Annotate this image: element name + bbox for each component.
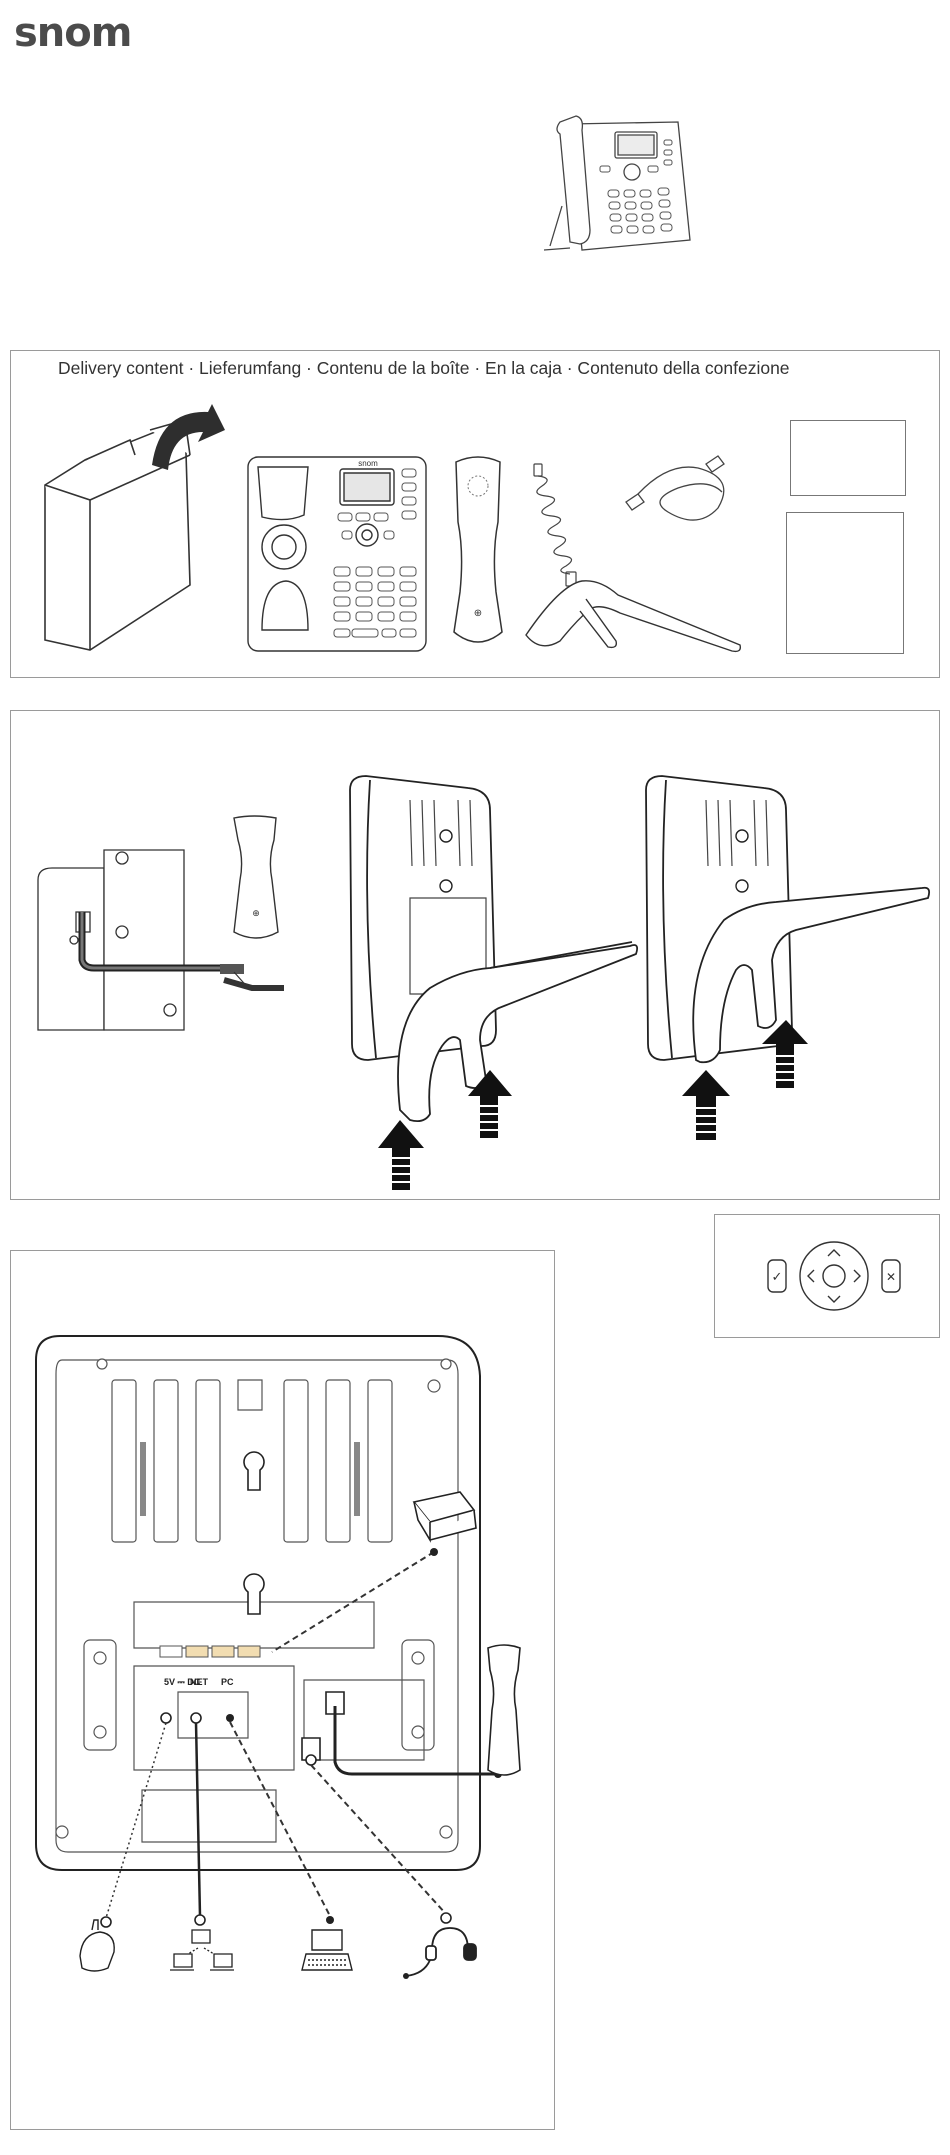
stand-attach-step-1-illustration — [340, 770, 650, 1190]
package-box-illustration — [40, 400, 240, 650]
confirm-key-icon: ✓ — [772, 1270, 783, 1285]
coiled-cord-illustration — [530, 460, 590, 590]
svg-text:⊕: ⊕ — [252, 909, 260, 919]
document-placeholder-small — [790, 420, 906, 496]
navigation-keys-illustration: ✓ ✕ — [760, 1236, 900, 1316]
ethernet-cable-illustration — [618, 452, 738, 532]
stand-attach-step-2-illustration — [636, 770, 936, 1160]
cancel-key-icon: ✕ — [886, 1270, 896, 1284]
cable-routing-detail-illustration: ⊕ — [34, 820, 314, 1030]
handset-illustration: ⊕ — [448, 452, 508, 652]
device-brand-label: snom — [358, 459, 378, 468]
phone-overview-illustration — [540, 110, 700, 255]
net-port-label: NET — [190, 1677, 209, 1687]
pc-port-label: PC — [221, 1677, 234, 1687]
document-placeholder-large — [786, 512, 904, 654]
phone-back-connections-illustration: 5V ⎓ DC NET PC — [28, 1330, 538, 1985]
desk-phone-front-illustration: snom — [246, 455, 430, 655]
brand-logo: snom — [14, 10, 131, 56]
phone-stand-illustration — [520, 575, 750, 655]
svg-text:⊕: ⊕ — [474, 608, 482, 619]
delivery-content-title: Delivery content · Lieferumfang · Conten… — [58, 358, 790, 379]
